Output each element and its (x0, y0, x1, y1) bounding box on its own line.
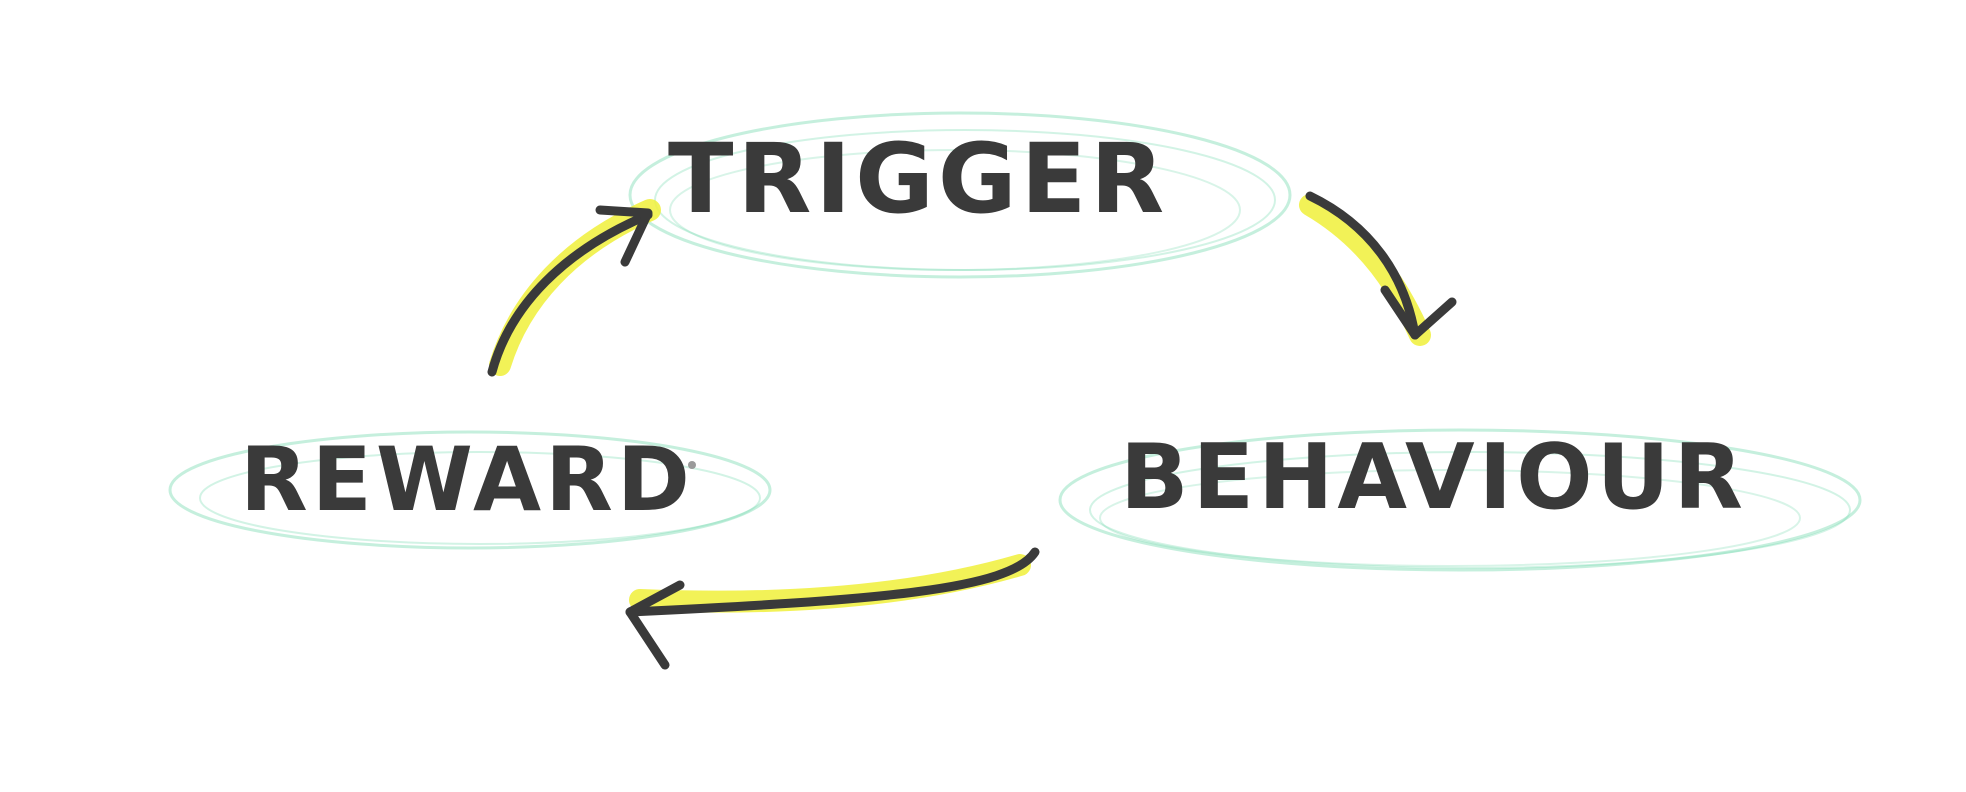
reward-to-trigger-arrow (487, 205, 653, 377)
behaviour-to-reward-arrowhead (625, 580, 685, 670)
node-behaviour-label: BEHAVIOUR (1120, 425, 1747, 530)
pencil-dot (688, 461, 696, 469)
trigger-halo (628, 111, 1292, 279)
trigger-to-behaviour-shaft (1305, 191, 1420, 340)
reward-to-trigger-shaft (487, 210, 653, 377)
behaviour-to-reward-shaft (625, 547, 1040, 617)
behaviour-to-reward-arrow (625, 547, 1040, 670)
node-reward-label: REWARD (240, 428, 694, 531)
trigger-to-behaviour-arrow (1305, 191, 1457, 340)
reward-to-trigger-highlight (489, 199, 661, 376)
trigger-to-behaviour-arrowhead (1380, 285, 1457, 340)
node-trigger-label: TRIGGER (668, 123, 1168, 235)
behaviour-halo (1058, 428, 1862, 572)
reward-halo (168, 430, 772, 550)
reward-to-trigger-arrowhead (595, 205, 653, 267)
